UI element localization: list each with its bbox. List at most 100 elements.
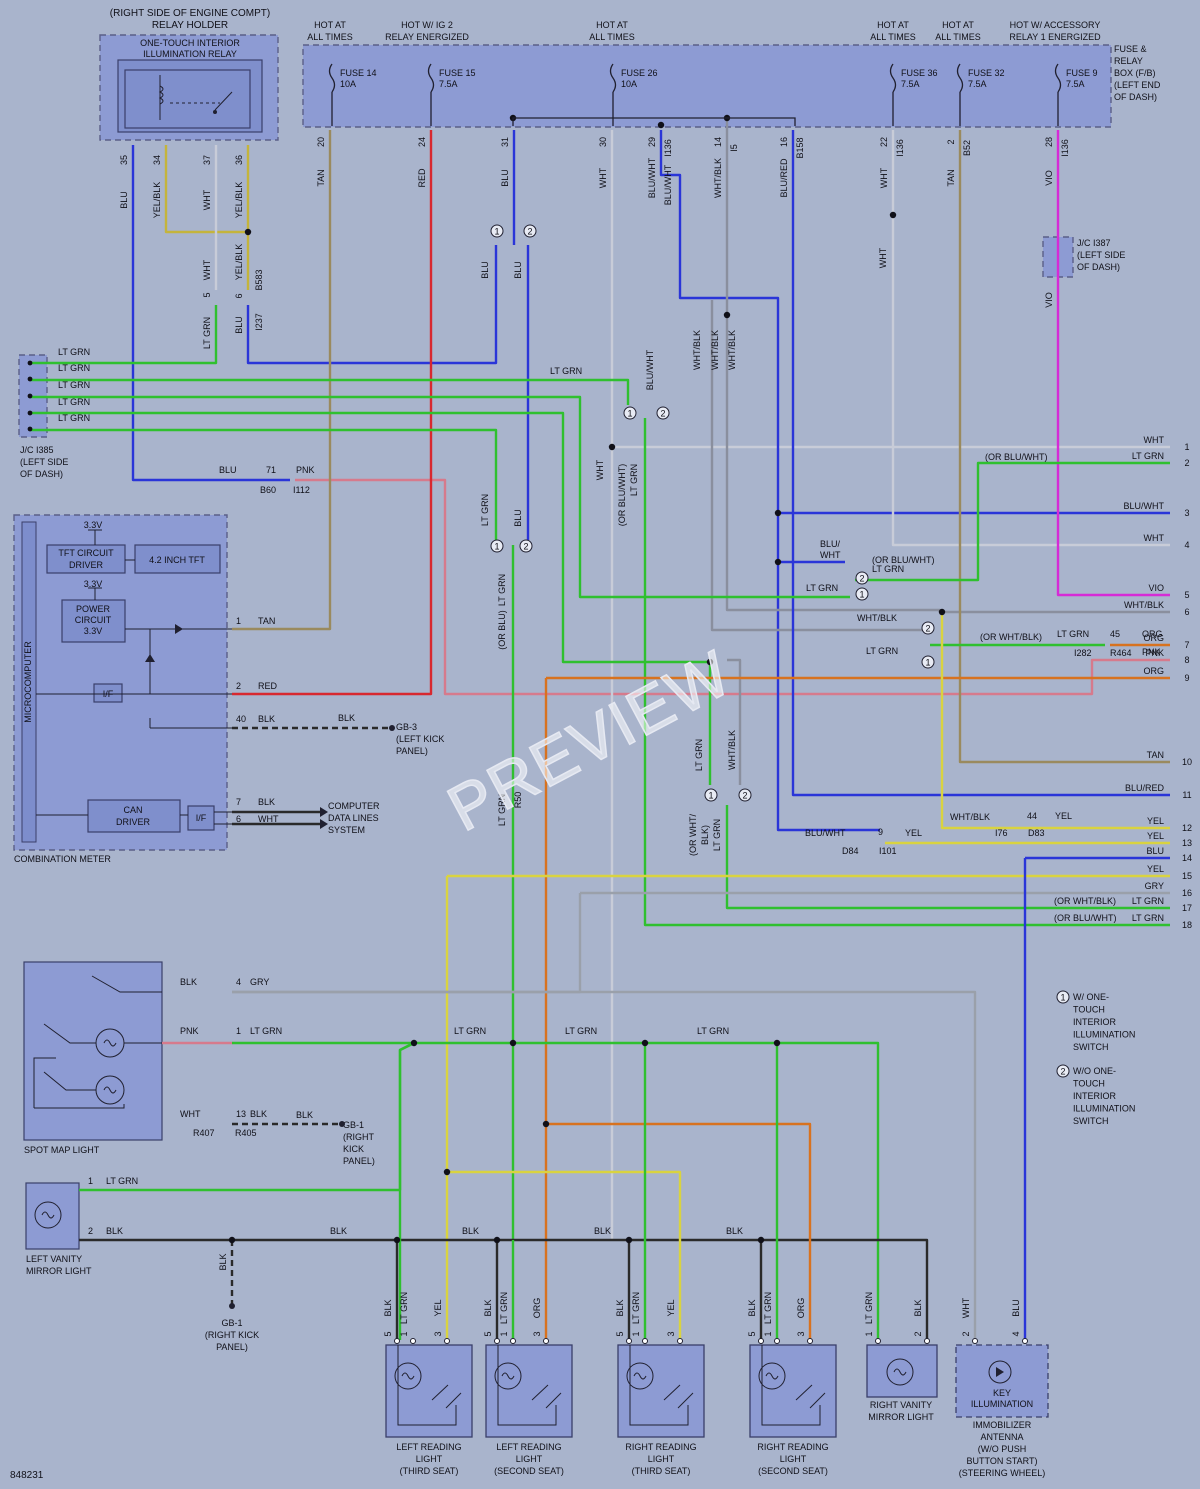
bottom-pin-color: WHT <box>961 1297 971 1318</box>
gb3-name: (LEFT KICK <box>396 734 444 744</box>
vio-label-b: VIO <box>1044 292 1054 308</box>
right-pin-num: 11 <box>1182 790 1191 800</box>
bus-ltgrn-1: LT GRN <box>454 1026 486 1036</box>
note-whtblk-v1: WHT/BLK <box>692 330 702 370</box>
fuse-out-color: BLU <box>500 169 510 187</box>
hot-label: HOT W/ IG 2 <box>401 20 453 30</box>
spot-pin-left: PNK <box>180 1026 199 1036</box>
wire-yel-12 <box>940 612 1170 830</box>
fuse-out-pin: 22 <box>879 137 889 147</box>
right-pin-color: BLU <box>1146 846 1164 856</box>
hot-label: RELAY 1 ENERGIZED <box>1009 32 1101 42</box>
note-blu-a: BLU <box>480 261 490 279</box>
left-vanity-name: MIRROR LIGHT <box>26 1266 92 1276</box>
fuse-out-conn: B158 <box>795 137 805 158</box>
wire-yel-c1 <box>447 1170 682 1340</box>
right-pin-color: YEL <box>1147 831 1164 841</box>
fuse-icon <box>328 63 336 93</box>
relay-pin-6: 6 <box>234 293 244 298</box>
option-marker <box>656 406 670 420</box>
option-marker <box>490 224 504 238</box>
wire-pnk-b60 <box>295 478 1170 696</box>
lamp-filament <box>501 1372 515 1380</box>
bus-ltgrn-3: LT GRN <box>697 1026 729 1036</box>
bottom-pin-color: LT GRN <box>763 1292 773 1324</box>
wire-group <box>30 118 1170 1340</box>
junction-dot <box>608 443 616 451</box>
fuse-out-pin: 2 <box>946 139 956 144</box>
note-bluwht-v: BLU/WHT <box>645 349 655 390</box>
hot-label: ALL TIMES <box>589 32 635 42</box>
note-i112: I112 <box>293 485 310 495</box>
meter-pin-num: 6 <box>236 814 241 824</box>
right-pin-num: 17 <box>1182 903 1192 913</box>
note-ltgrn-bus-b: LT GRN <box>497 574 507 606</box>
jc-i385-line: (LEFT SIDE <box>20 457 68 467</box>
right-pin-num: 18 <box>1182 920 1192 930</box>
bottom-component-name: RIGHT READING <box>757 1442 828 1452</box>
note-ltgrn-17: LT GRN <box>712 819 722 851</box>
v33-b: 3.3V <box>84 579 103 589</box>
relay-pin-color: YEL/BLK <box>152 182 162 219</box>
right-pin-color: TAN <box>1147 750 1164 760</box>
hot-label: RELAY ENERGIZED <box>385 32 469 42</box>
wht-label-22b: WHT <box>878 247 888 268</box>
bottom-pin <box>410 1338 416 1344</box>
conn-b583: B583 <box>254 269 264 290</box>
jc-i387-line: J/C I387 <box>1077 238 1111 248</box>
wire-blk-bus <box>79 1238 929 1340</box>
note-or-whtblk3: (OR WHT/ <box>688 814 698 856</box>
fuse-out-conn: I5 <box>729 144 739 152</box>
right-pin-num: 3 <box>1184 508 1189 518</box>
lv-gb1-wire: BLK <box>218 1253 228 1270</box>
junction-dot <box>706 658 714 666</box>
bottom-pin-num: 3 <box>532 1331 542 1336</box>
right-pin-num: 15 <box>1182 871 1192 881</box>
bottom-component-name: LEFT READING <box>396 1442 461 1452</box>
immobilizer-inner: KEY <box>993 1388 1011 1398</box>
wire-blu-relay <box>131 145 290 482</box>
note-b60: B60 <box>260 485 276 495</box>
junction-dots <box>228 114 946 1244</box>
bottom-pin <box>875 1338 881 1344</box>
fuse-box-name-line: OF DASH) <box>1114 92 1157 102</box>
note-i101: I101 <box>879 846 897 856</box>
option-marker <box>519 539 533 553</box>
relay-wht-label: WHT <box>202 259 212 280</box>
legend-marker-num: 1 <box>1060 993 1065 1003</box>
note-i76: I76 <box>995 828 1008 838</box>
option-marker-num: 1 <box>494 542 499 552</box>
switch-contact <box>531 1384 549 1401</box>
junction-dot <box>443 1168 451 1176</box>
bottom-pin-num: 2 <box>913 1331 923 1336</box>
bottom-component-name: IMMOBILIZER <box>973 1420 1032 1430</box>
gb3-wire: BLK <box>338 713 355 723</box>
wire-ltgrn-c <box>30 411 712 785</box>
junction-dot <box>657 121 665 129</box>
gb1-name: PANEL) <box>343 1156 375 1166</box>
wire-vio-28 <box>1056 130 1170 597</box>
junction-dot <box>641 1039 649 1047</box>
junction-dot <box>723 311 731 319</box>
right-pin-num: 7 <box>1184 640 1189 650</box>
option-marker-num: 1 <box>925 658 930 668</box>
relay-pin-num: 37 <box>202 155 212 165</box>
fuse-icon <box>427 63 435 93</box>
note-blk: BLK) <box>700 825 710 845</box>
bottom-pin-color: BLK <box>615 1299 625 1316</box>
jc-i385-wire: LT GRN <box>58 380 90 390</box>
option-marker <box>738 788 752 802</box>
diagram-id: 848231 <box>10 1470 44 1481</box>
fuse-name: FUSE 32 <box>968 68 1005 78</box>
legend-text: SWITCH <box>1073 1116 1109 1126</box>
hot-label: HOT AT <box>942 20 974 30</box>
wire-gry-down <box>232 893 582 994</box>
note-ltgrn-6: LT GRN <box>806 583 838 593</box>
right-pin-num: 6 <box>1184 607 1189 617</box>
option-marker-num: 1 <box>708 791 713 801</box>
bottom-component-name: LIGHT <box>516 1454 543 1464</box>
note-ltgrn-5: LT GRN <box>872 564 904 574</box>
fuse-amp: 10A <box>621 79 637 89</box>
